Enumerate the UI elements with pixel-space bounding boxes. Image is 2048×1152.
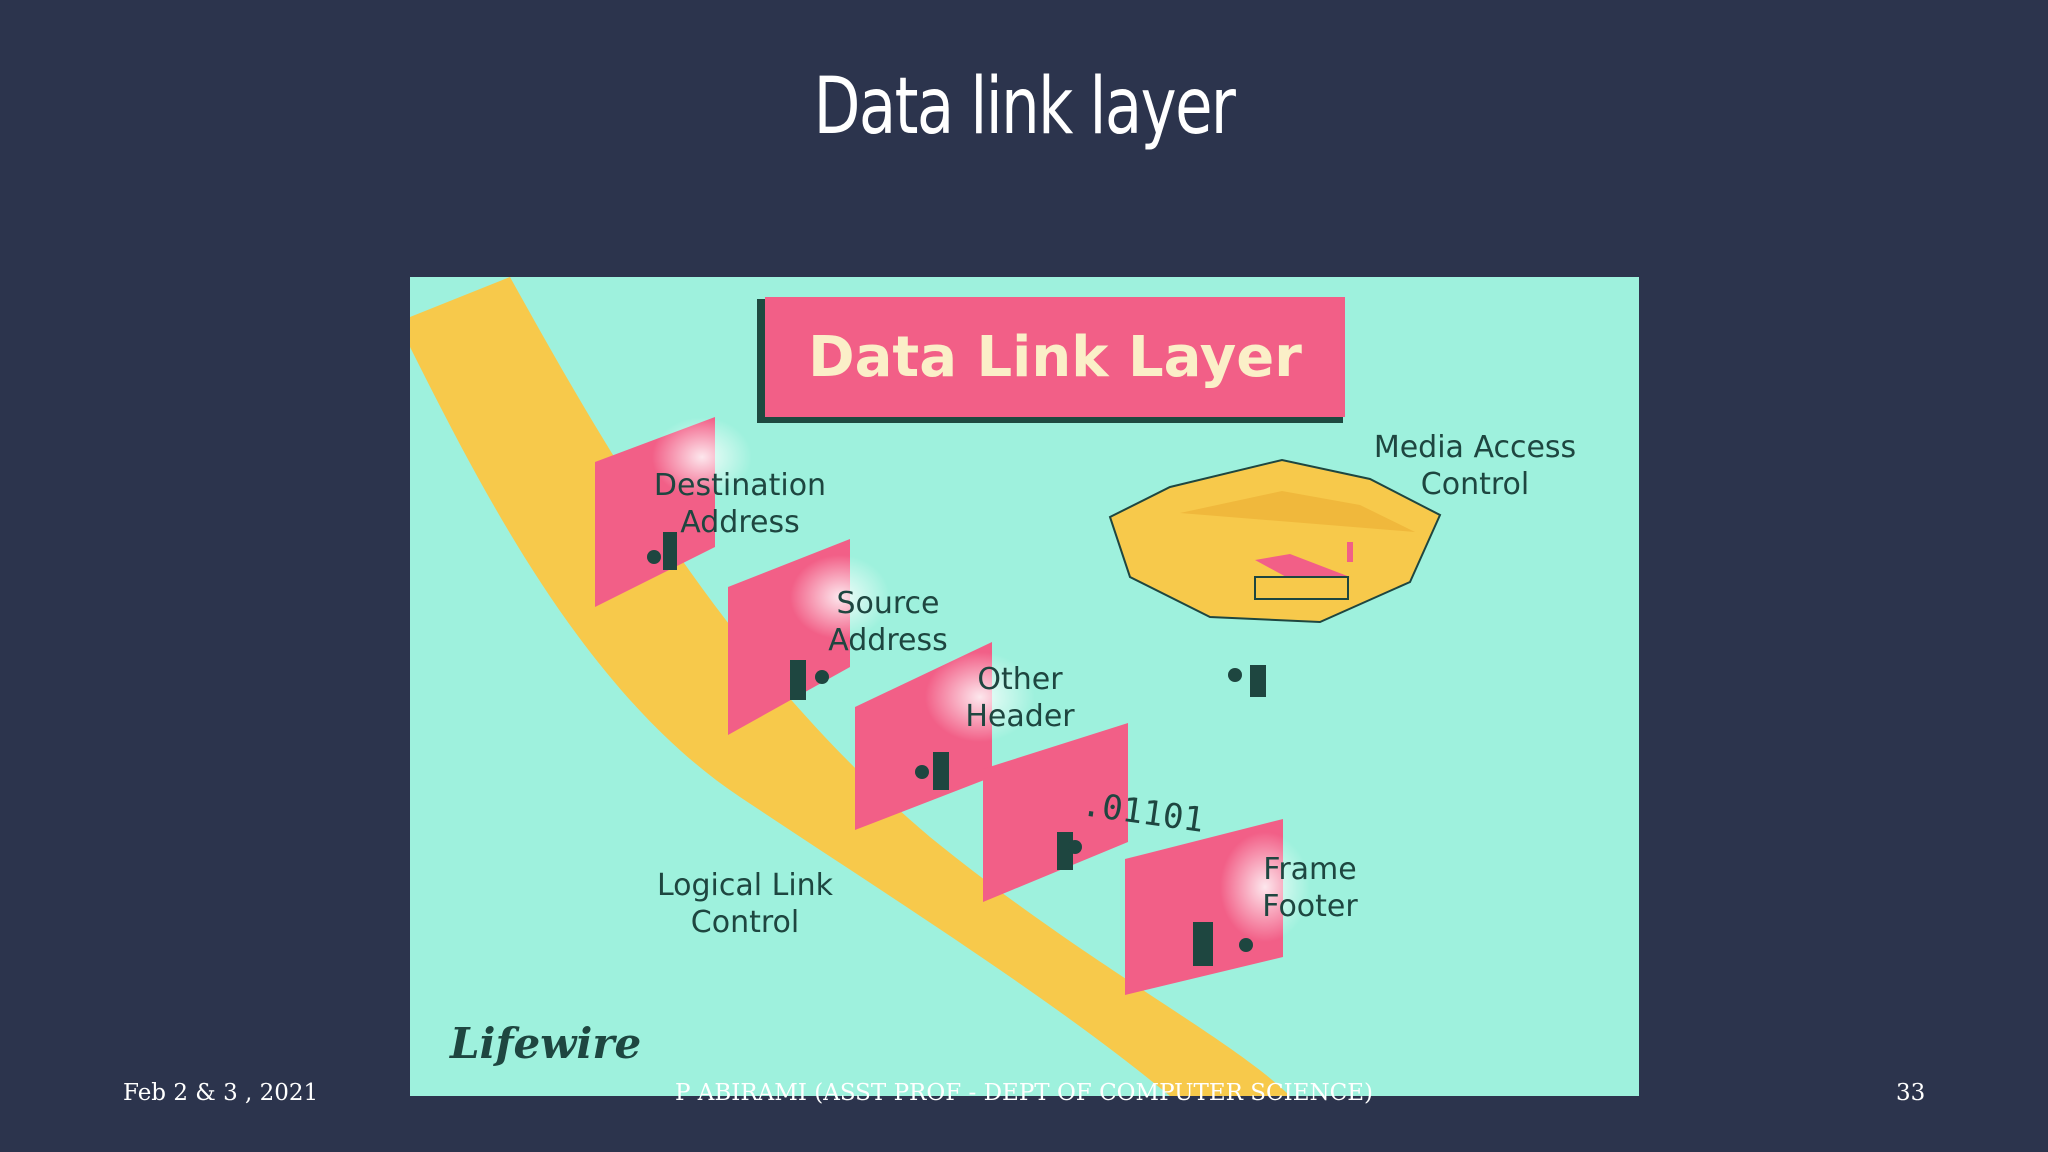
person-5 [1239, 938, 1253, 952]
footer-date: Feb 2 & 3 , 2021 [123, 1080, 319, 1106]
wall-frame-1 [983, 723, 1128, 902]
mac-person [1228, 668, 1242, 682]
yellow-path [410, 277, 1290, 1096]
person-4 [1068, 840, 1082, 854]
person-1 [647, 550, 661, 564]
glow-other [925, 652, 1035, 742]
lifewire-logo: Lifewire [450, 1019, 642, 1068]
glow-footer [1220, 832, 1310, 942]
house-chimney [1347, 542, 1353, 562]
figure-banner: Data Link Layer [765, 297, 1345, 417]
page-number: 33 [1896, 1080, 1926, 1106]
glow-destination [652, 417, 752, 497]
mac-fence-inner [1180, 491, 1415, 532]
mac-fence [1108, 458, 1442, 624]
door-4 [1057, 832, 1073, 870]
mac-door [1250, 665, 1266, 697]
door-1 [663, 532, 677, 570]
door-3 [933, 752, 949, 790]
door-2 [790, 660, 806, 700]
door-5 [1193, 922, 1213, 966]
house-body [1254, 576, 1349, 600]
footer-author: P ABIRAMI (ASST PROF - DEPT OF COMPUTER … [674, 1080, 1374, 1106]
illustration [410, 277, 1442, 1096]
glow-source [790, 555, 890, 639]
slide-title: Data link layer [813, 62, 1236, 152]
person-3 [915, 765, 929, 779]
person-2 [815, 670, 829, 684]
